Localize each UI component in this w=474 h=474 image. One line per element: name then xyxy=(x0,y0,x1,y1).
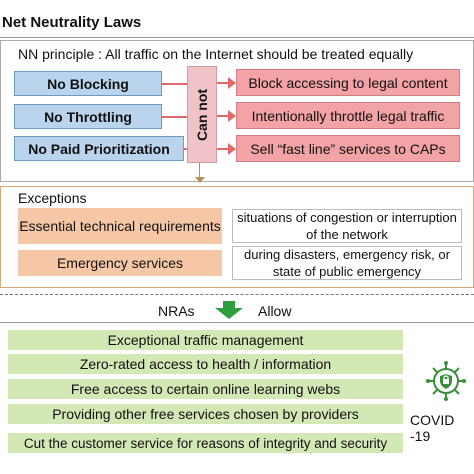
exception-technical: Essential technical requirements xyxy=(18,208,222,244)
arrow-line xyxy=(217,148,231,150)
arrow-head-icon xyxy=(228,143,236,155)
exception-technical-desc: situations of congestion or interruption… xyxy=(232,209,462,243)
down-arrow-head-icon xyxy=(195,177,205,183)
dashed-divider xyxy=(0,294,474,295)
exceptions-title: Exceptions xyxy=(18,190,87,206)
allowed-item: Exceptional traffic management xyxy=(8,330,403,350)
connector-line xyxy=(162,83,187,85)
down-connector xyxy=(199,163,200,178)
down-arrow-icon xyxy=(215,301,243,319)
divider xyxy=(0,37,474,38)
allowed-item: Providing other free services chosen by … xyxy=(8,404,403,424)
allowed-item: Zero-rated access to health / informatio… xyxy=(8,354,403,374)
arrow-head-icon xyxy=(228,77,236,89)
exception-emergency-desc: during disasters, emergency risk, or sta… xyxy=(232,246,462,280)
rule-no-blocking: No Blocking xyxy=(14,71,162,96)
rule-no-paid-prioritization: No Paid Prioritization xyxy=(14,136,184,161)
effect-fast-line: Sell “fast line” services to CAPs xyxy=(236,135,460,162)
nras-label: NRAs xyxy=(158,303,195,319)
virus-shield-icon xyxy=(426,361,466,401)
allowed-item: Cut the customer service for reasons of … xyxy=(8,433,403,453)
diagram-title: Net Neutrality Laws xyxy=(2,14,142,31)
arrow-line xyxy=(217,115,231,117)
allowed-item: Free access to certain online learning w… xyxy=(8,379,403,399)
allowed-section xyxy=(0,322,474,474)
effect-block: Block accessing to legal content xyxy=(236,69,460,96)
allow-label: Allow xyxy=(258,303,292,319)
connector-line xyxy=(184,148,187,150)
can-not-box: Can not xyxy=(187,66,217,163)
connector-line xyxy=(162,116,187,118)
exception-emergency: Emergency services xyxy=(18,250,222,276)
nn-principle: NN principle : All traffic on the Intern… xyxy=(18,46,414,62)
arrow-head-icon xyxy=(228,110,236,122)
arrow-line xyxy=(217,82,231,84)
effect-throttle: Intentionally throttle legal traffic xyxy=(236,102,460,129)
rule-no-throttling: No Throttling xyxy=(14,104,162,129)
covid-label: COVID -19 xyxy=(410,412,455,444)
can-not-label: Can not xyxy=(194,88,211,141)
